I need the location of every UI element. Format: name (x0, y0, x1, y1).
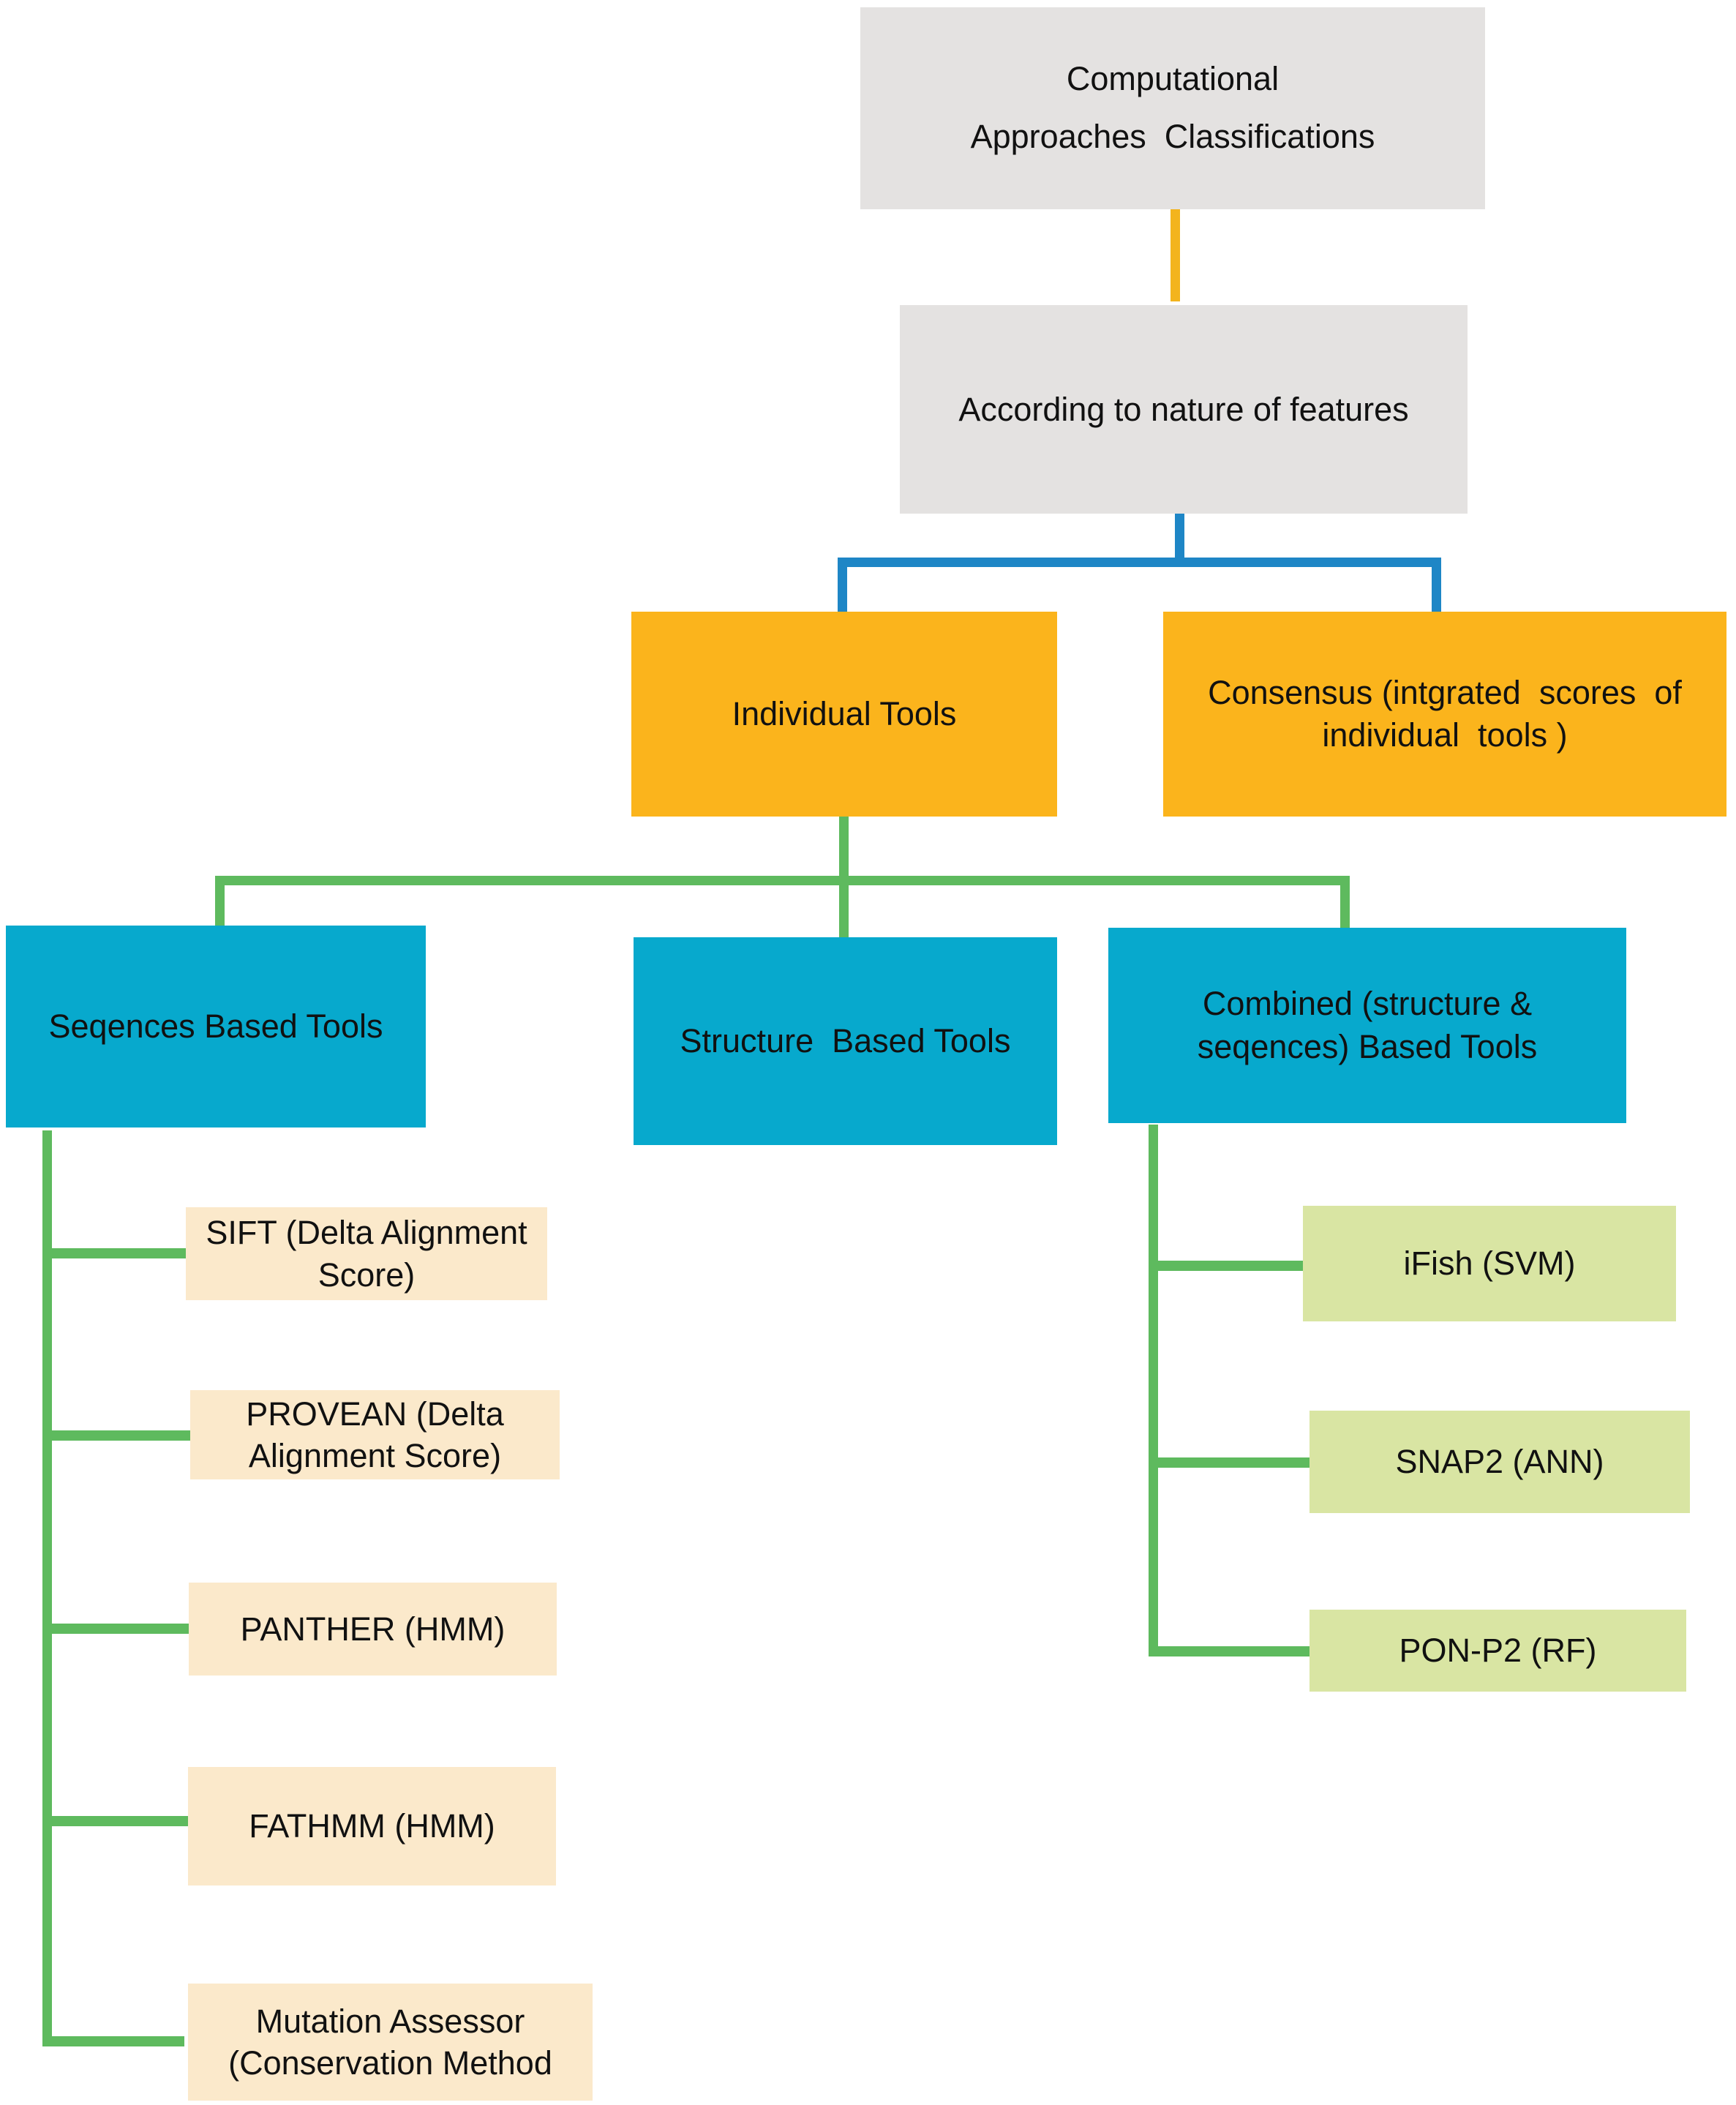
node-individual-tools: Individual Tools (631, 612, 1057, 817)
connector-drop-consensus (1432, 565, 1441, 612)
node-computational-approaches-label: Computational Approaches Classifications (970, 60, 1375, 155)
node-ponp2: PON-P2 (RF) (1309, 1610, 1686, 1692)
node-combined-based-tools: Combined (structure & seqences) Based To… (1108, 928, 1626, 1123)
node-sequences-based-tools-label: Seqences Based Tools (48, 1008, 383, 1046)
connector-individual-bar (215, 876, 1350, 885)
connector-stub-mutation (42, 2036, 184, 2046)
node-mutation-assessor-label: Mutation Assessor (Conservation Method (228, 2002, 552, 2082)
node-computational-approaches: Computational Approaches Classifications (860, 7, 1485, 209)
connector-root-nature (1171, 209, 1180, 301)
node-consensus: Consensus (intgrated scores of individua… (1163, 612, 1726, 817)
node-combined-based-tools-label: Combined (structure & seqences) Based To… (1197, 985, 1538, 1065)
node-structure-based-tools-label: Structure Based Tools (680, 1022, 1011, 1060)
node-according-to-nature-of-features: According to nature of features (900, 305, 1468, 514)
node-provean-label: PROVEAN (Delta Alignment Score) (246, 1395, 504, 1474)
connector-nature-bar (838, 558, 1441, 567)
node-ifish: iFish (SVM) (1303, 1206, 1676, 1321)
node-snap2-label: SNAP2 (ANN) (1395, 1443, 1604, 1481)
node-fathmm-label: FATHMM (HMM) (249, 1807, 495, 1845)
node-fathmm: FATHMM (HMM) (188, 1767, 556, 1886)
node-snap2: SNAP2 (ANN) (1309, 1411, 1690, 1513)
connector-combined-spine (1149, 1125, 1158, 1656)
connector-stub-snap2 (1157, 1457, 1309, 1468)
connector-stub-fathmm (50, 1816, 188, 1826)
node-panther: PANTHER (HMM) (189, 1583, 557, 1676)
node-provean: PROVEAN (Delta Alignment Score) (190, 1390, 560, 1479)
node-according-to-nature-of-features-label: According to nature of features (958, 390, 1409, 428)
connector-drop-combined (1340, 883, 1350, 928)
node-sequences-based-tools: Seqences Based Tools (6, 926, 426, 1127)
node-mutation-assessor: Mutation Assessor (Conservation Method (188, 1984, 593, 2101)
connector-stub-panther (50, 1624, 189, 1634)
node-structure-based-tools: Structure Based Tools (634, 937, 1057, 1145)
connector-drop-individual (838, 565, 847, 612)
connector-nature-stem (1175, 514, 1184, 559)
node-ponp2-label: PON-P2 (RF) (1399, 1632, 1597, 1670)
connector-stub-ifish (1157, 1261, 1309, 1271)
connector-drop-sequences (215, 883, 225, 926)
connector-stub-provean (50, 1430, 190, 1441)
connector-sequences-spine (42, 1130, 52, 2046)
connector-stub-ponp2 (1149, 1646, 1309, 1656)
connector-stub-sift (50, 1248, 186, 1258)
node-sift: SIFT (Delta Alignment Score) (186, 1207, 547, 1300)
node-ifish-label: iFish (SVM) (1403, 1245, 1576, 1283)
node-sift-label: SIFT (Delta Alignment Score) (206, 1214, 527, 1294)
node-individual-tools-label: Individual Tools (732, 695, 957, 733)
node-panther-label: PANTHER (HMM) (240, 1610, 506, 1648)
node-consensus-label: Consensus (intgrated scores of individua… (1208, 673, 1682, 754)
